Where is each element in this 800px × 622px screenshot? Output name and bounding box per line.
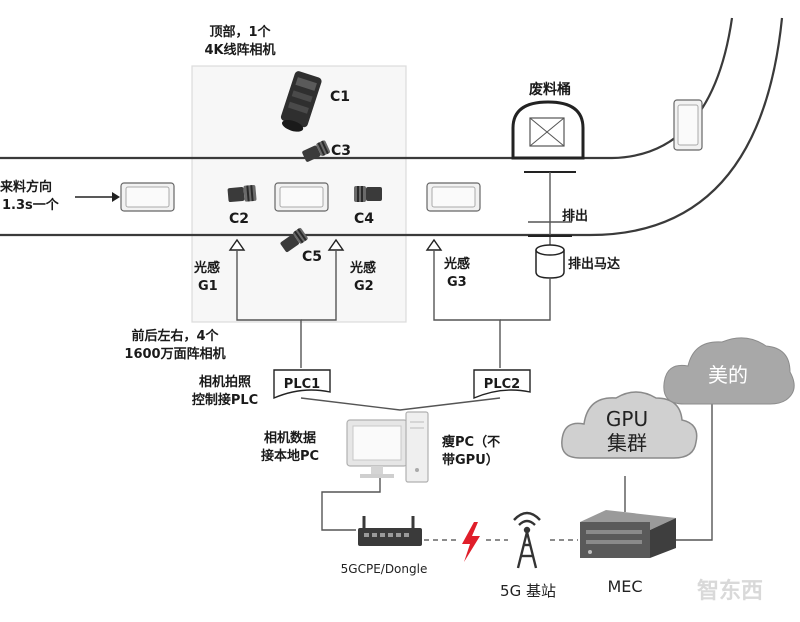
watermark-logo: 智东西 — [697, 578, 763, 604]
sensor-g2-line2: G2 — [354, 279, 374, 294]
plc2-label: PLC2 — [484, 377, 520, 392]
camera-c3-label: C3 — [331, 143, 351, 159]
sensor-g3-line2: G3 — [447, 275, 467, 290]
wiring — [236, 250, 713, 541]
sensor-g1-line1: 光感 — [193, 260, 220, 276]
plc1-label: PLC1 — [284, 377, 320, 392]
camera-data-label-line2: 接本地PC — [261, 448, 319, 464]
camera-c2-label: C2 — [229, 211, 249, 227]
camera-c5-label: C5 — [302, 249, 322, 265]
waste-bin-label: 废料桶 — [529, 81, 571, 98]
feed-direction-line1: 来料方向 — [0, 179, 52, 195]
sensor-g1-line2: G1 — [198, 279, 218, 294]
camera-icon — [280, 228, 308, 253]
product-plates — [120, 99, 703, 212]
conveyor-bottom-edge — [0, 17, 784, 237]
plc-control-label-line2: 控制接PLC — [192, 392, 258, 408]
camera-data-label-line1: 相机数据 — [264, 430, 316, 446]
plc1-tag — [273, 369, 331, 400]
thin-pc-label-line1: 瘦PC（不 — [442, 434, 500, 450]
area-camera-label-line1: 前后左右，4个 — [131, 328, 219, 344]
eject-mechanism — [524, 171, 576, 246]
line-scan-camera-icon — [280, 71, 322, 132]
waste-bin-icon — [511, 100, 585, 160]
camera-icon — [302, 140, 330, 162]
cpe-label: 5GCPE/Dongle — [341, 562, 428, 576]
camera-icon — [227, 184, 257, 203]
sensor-g2-line1: 光感 — [349, 260, 376, 276]
router-icon — [358, 516, 422, 546]
camera-c4-label: C4 — [354, 211, 374, 227]
gpu-cluster-label-line2: 集群 — [607, 431, 647, 455]
sensor-arrow-icon — [228, 238, 443, 251]
antenna-icon — [513, 511, 541, 569]
area-camera-label-line2: 1600万面阵相机 — [124, 346, 225, 362]
feed-direction-line2: 1.3s一个 — [2, 197, 60, 213]
sensor-g3-line1: 光感 — [443, 256, 470, 272]
gpu-cluster-label-line1: GPU — [606, 407, 648, 431]
motor-icon — [535, 244, 565, 279]
server-icon — [580, 510, 676, 558]
eject-motor-label: 排出马达 — [568, 256, 620, 272]
pc-icon — [346, 411, 429, 483]
top-camera-label-line2: 4K线阵相机 — [204, 42, 275, 58]
cloud-icon — [561, 391, 698, 459]
eject-label: 排出 — [562, 208, 588, 224]
base-station-label: 5G 基站 — [500, 582, 556, 600]
camera-icon — [354, 186, 382, 202]
plc2-tag — [473, 369, 531, 400]
midea-label: 美的 — [708, 363, 748, 387]
camera-c1-label: C1 — [330, 89, 350, 105]
mec-label: MEC — [607, 577, 642, 596]
lightning-icon — [462, 522, 480, 562]
plc-control-label-line1: 相机拍照 — [199, 374, 251, 390]
top-camera-label-line1: 顶部，1个 — [209, 24, 271, 40]
cloud-icon — [663, 337, 795, 405]
thin-pc-label-line2: 带GPU） — [442, 452, 499, 468]
